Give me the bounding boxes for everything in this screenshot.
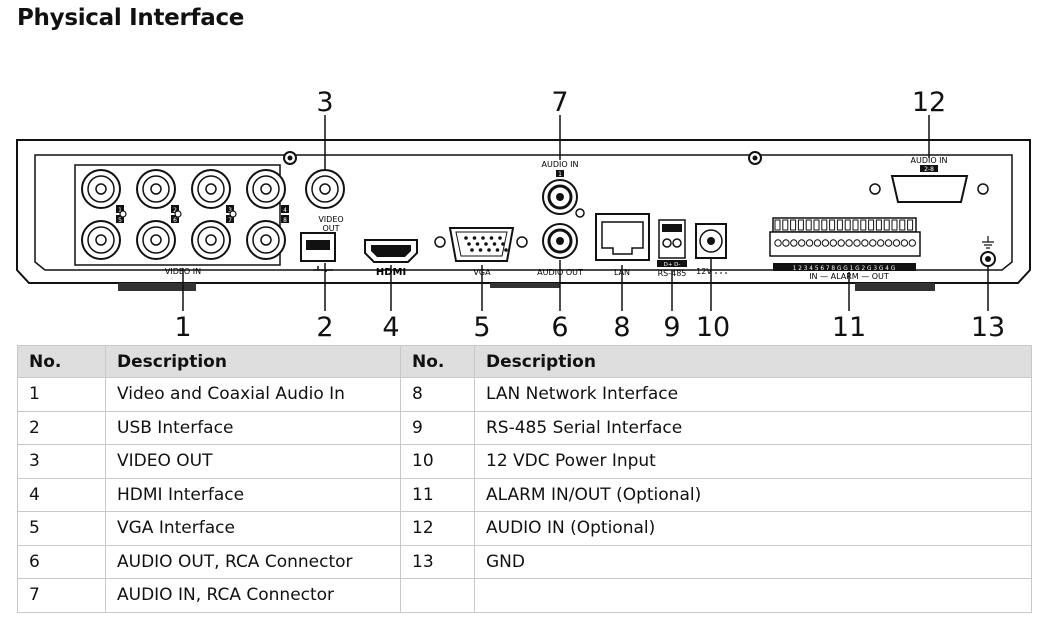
vga-pins bbox=[464, 236, 508, 252]
cell-description: LAN Network Interface bbox=[474, 377, 1032, 412]
bnc-connector bbox=[81, 220, 121, 260]
bnc-number: 6 bbox=[173, 217, 177, 224]
cell-description bbox=[474, 578, 1032, 613]
callout-number: 2 bbox=[316, 312, 333, 343]
video-in-block bbox=[74, 164, 281, 266]
alarm-terminal-block bbox=[769, 217, 921, 257]
svg-text:D+ D-: D+ D- bbox=[664, 262, 681, 268]
bnc-number: 4 bbox=[283, 207, 287, 214]
callout-number: 3 bbox=[316, 87, 333, 118]
page-title: Physical Interface bbox=[17, 5, 245, 31]
cell-description: VGA Interface bbox=[105, 511, 401, 546]
cell-description: USB Interface bbox=[105, 410, 401, 445]
cell-no: 3 bbox=[17, 444, 106, 479]
callout-number: 11 bbox=[832, 312, 866, 343]
svg-text:2-8: 2-8 bbox=[924, 166, 934, 173]
cell-no: 12 bbox=[400, 511, 475, 546]
vga-screw bbox=[434, 236, 446, 248]
panel-outline bbox=[16, 139, 1031, 284]
callout-number: 1 bbox=[174, 312, 191, 343]
cell-description: 12 VDC Power Input bbox=[474, 444, 1032, 479]
bnc-connector bbox=[136, 169, 176, 209]
callout-leaders bbox=[182, 115, 989, 311]
cell-no: 1 bbox=[17, 377, 106, 412]
bnc-connector bbox=[81, 169, 121, 209]
cell-no: 6 bbox=[17, 544, 106, 579]
bnc-number: 1 bbox=[118, 207, 122, 214]
cell-no: 4 bbox=[17, 477, 106, 512]
panel-inner-outline bbox=[34, 154, 1013, 271]
cell-no: 2 bbox=[17, 410, 106, 445]
bnc-number: 3 bbox=[228, 207, 232, 214]
callout-number: 7 bbox=[551, 87, 568, 118]
bnc-connector bbox=[191, 220, 231, 260]
cell-no: 5 bbox=[17, 511, 106, 546]
callout-number: 5 bbox=[473, 312, 490, 343]
panel-foot bbox=[118, 283, 196, 291]
callout-number: 6 bbox=[551, 312, 568, 343]
callout-number: 12 bbox=[912, 87, 946, 118]
bnc-number: 5 bbox=[118, 217, 122, 224]
bnc-number: 7 bbox=[228, 217, 232, 224]
callout-number: 9 bbox=[663, 312, 680, 343]
cell-description: HDMI Interface bbox=[105, 477, 401, 512]
cell-description: VIDEO OUT bbox=[105, 444, 401, 479]
audio-in-label: AUDIO IN bbox=[541, 160, 578, 169]
video-out-label: OUT bbox=[322, 224, 339, 233]
bnc-connector bbox=[246, 220, 286, 260]
bnc-connector bbox=[136, 220, 176, 260]
cell-no: 7 bbox=[17, 578, 106, 613]
bnc-number: 2 bbox=[173, 207, 177, 214]
ground-icon bbox=[982, 236, 994, 249]
cell-no: 8 bbox=[400, 377, 475, 412]
cell-description: RS-485 Serial Interface bbox=[474, 410, 1032, 445]
video-out-label: VIDEO bbox=[318, 215, 343, 224]
header-description: Description bbox=[474, 345, 1032, 378]
cell-no: 9 bbox=[400, 410, 475, 445]
table-header-row: No. Description No. Description bbox=[17, 345, 1032, 378]
bnc-connector bbox=[191, 169, 231, 209]
cell-no: 13 bbox=[400, 544, 475, 579]
cell-description: AUDIO OUT, RCA Connector bbox=[105, 544, 401, 579]
header-description: Description bbox=[105, 345, 401, 378]
screw bbox=[287, 155, 293, 161]
power-label: 12V bbox=[696, 267, 712, 276]
callout-number: 4 bbox=[382, 312, 399, 343]
alarm-pin-labels: 1 2 3 4 5 6 7 8 G G 1 G 2 G 3 G 4 G bbox=[793, 266, 896, 272]
svg-text:1: 1 bbox=[558, 171, 562, 178]
panel-foot bbox=[490, 283, 560, 288]
cell-no: 11 bbox=[400, 477, 475, 512]
header-no: No. bbox=[400, 345, 475, 378]
cell-no bbox=[400, 578, 475, 613]
audio-in-2-port bbox=[890, 175, 969, 203]
cell-description: Video and Coaxial Audio In bbox=[105, 377, 401, 412]
bnc-connector bbox=[246, 169, 286, 209]
dc-symbol bbox=[715, 269, 728, 274]
vga-screw bbox=[516, 236, 528, 248]
cell-description: ALARM IN/OUT (Optional) bbox=[474, 477, 1032, 512]
usb-icon bbox=[313, 266, 333, 272]
header-no: No. bbox=[17, 345, 106, 378]
audio-in-2-label: AUDIO IN bbox=[910, 156, 947, 165]
callout-number: 10 bbox=[696, 312, 730, 343]
cell-description: AUDIO IN (Optional) bbox=[474, 511, 1032, 546]
cell-description: GND bbox=[474, 544, 1032, 579]
bnc-connectors: 1 5 2 6 3 7 4 8 bbox=[81, 169, 289, 260]
callout-number: 8 bbox=[613, 312, 630, 343]
screw bbox=[752, 155, 758, 161]
cell-description: AUDIO IN, RCA Connector bbox=[105, 578, 401, 613]
panel-foot bbox=[855, 283, 935, 291]
callout-number: 13 bbox=[971, 312, 1005, 343]
bnc-number: 8 bbox=[283, 217, 287, 224]
cell-no: 10 bbox=[400, 444, 475, 479]
